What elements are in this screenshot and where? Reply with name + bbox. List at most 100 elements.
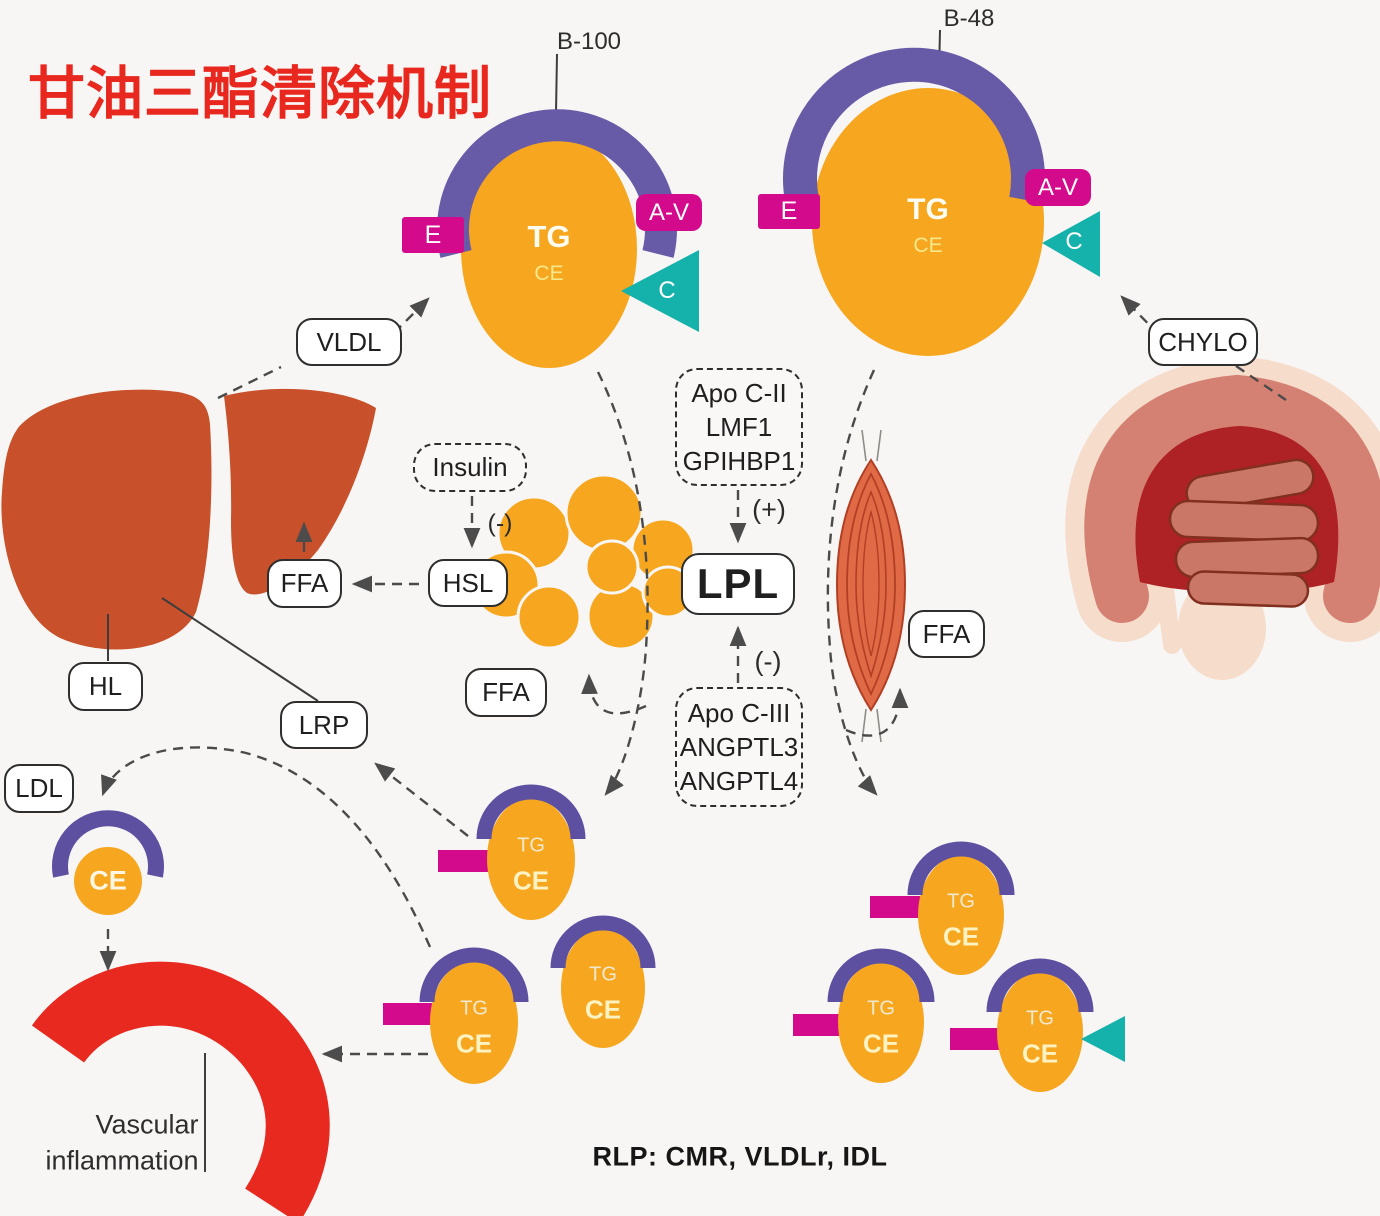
insulin-node: Insulin bbox=[413, 443, 527, 492]
activator-gpihbp1: GPIHBP1 bbox=[682, 446, 796, 476]
vldl-apo-e-badge: E bbox=[402, 217, 464, 253]
chylo-apo-av-badge: A-V bbox=[1025, 169, 1091, 206]
activator-lmf1: LMF1 bbox=[705, 412, 773, 442]
hl-node: HL bbox=[68, 662, 143, 711]
intestine-colon-wall bbox=[1084, 374, 1380, 623]
vldl-core-ellipse bbox=[461, 130, 637, 368]
remnant-3 bbox=[550, 915, 656, 1048]
remnant-2 bbox=[383, 947, 529, 1084]
ldl-particle bbox=[52, 810, 164, 915]
vldl-lipolysis-curve bbox=[596, 371, 649, 796]
muscle-tendon-line bbox=[861, 429, 882, 743]
lpl-inhibitors-box: Apo C-III ANGPTL3 ANGPTL4 bbox=[675, 687, 803, 807]
b48-label: B-48 bbox=[943, 5, 995, 32]
remnant-4 bbox=[870, 841, 1015, 975]
vascular-inflammation-line2: inflammation bbox=[45, 1145, 199, 1176]
chylo-core-ellipse bbox=[812, 88, 1044, 356]
insulin-inhibition-sign: (-) bbox=[487, 509, 513, 538]
remnant-6-ce: CE bbox=[1021, 1038, 1059, 1069]
remnant-6-apo-bar bbox=[950, 1028, 1002, 1050]
ffa-muscle-node: FFA bbox=[908, 610, 985, 658]
remnant-5-apo-bar bbox=[793, 1014, 841, 1036]
remnant-3-tg: TG bbox=[589, 963, 617, 986]
remnant-3-core bbox=[561, 928, 645, 1048]
chylo-apo-c-triangle bbox=[1042, 211, 1100, 277]
remnant-5-core bbox=[838, 961, 924, 1083]
vascular-inflammation-line1: Vascular bbox=[95, 1109, 199, 1140]
chylo-apo-c-label: C bbox=[1065, 228, 1083, 255]
remnant-to-ldl-curve bbox=[101, 746, 432, 948]
remnant-1-arc bbox=[476, 784, 586, 840]
liver-right-lobe bbox=[224, 388, 376, 595]
remnant-6-apo-c-triangle bbox=[1081, 1016, 1125, 1062]
ffa-adipose-node: FFA bbox=[465, 668, 547, 717]
ldl-node: LDL bbox=[4, 764, 74, 813]
remnant-1 bbox=[438, 784, 586, 920]
remnant-1-tg: TG bbox=[517, 834, 545, 857]
remnant-1-apo-bar bbox=[438, 850, 490, 872]
page-title: 甘油三酯清除机制 bbox=[28, 62, 492, 126]
remnant-4-ce: CE bbox=[942, 921, 980, 952]
chylo-ce-label: CE bbox=[913, 234, 943, 257]
remnant-1-ce: CE bbox=[512, 865, 550, 896]
hsl-node: HSL bbox=[428, 559, 508, 607]
muscle-fiber-line-1 bbox=[846, 472, 896, 697]
remnant-5 bbox=[793, 948, 935, 1083]
remnant-5-tg: TG bbox=[867, 997, 895, 1020]
solid-connectors bbox=[107, 29, 941, 1172]
small-intestine-coils bbox=[1168, 458, 1320, 608]
chylo-node: CHYLO bbox=[1148, 318, 1258, 366]
remnant-particles bbox=[383, 784, 1125, 1092]
vldl-node: VLDL bbox=[296, 318, 402, 366]
remnant-2-ce: CE bbox=[455, 1028, 493, 1059]
vldl-tg-label: TG bbox=[527, 219, 571, 254]
chylo-apo-e-badge: E bbox=[758, 194, 820, 229]
remnant-2-arc bbox=[419, 947, 529, 1003]
inhibition-sign: (-) bbox=[754, 646, 782, 677]
remnant-2-core bbox=[430, 960, 518, 1084]
vldl-ce-label: CE bbox=[534, 262, 564, 285]
remnant-2-apo-bar bbox=[383, 1003, 433, 1025]
remnant-5-arc bbox=[827, 948, 935, 1003]
remnant-4-core bbox=[918, 855, 1004, 975]
vldl-apo-c-triangle bbox=[621, 250, 699, 332]
activation-sign: (+) bbox=[752, 494, 786, 525]
rlp-footnote: RLP: CMR, VLDLr, IDL bbox=[592, 1141, 888, 1172]
muscle-illustration bbox=[835, 429, 907, 743]
lrp-node: LRP bbox=[280, 701, 368, 749]
inhibitor-apo-c3: Apo C-III bbox=[687, 698, 791, 728]
remnant-4-arc bbox=[907, 841, 1015, 896]
inhibitor-angptl3: ANGPTL3 bbox=[679, 732, 799, 762]
ffa-to-adipose-hook bbox=[581, 673, 647, 715]
liver-lrp-line bbox=[161, 597, 319, 702]
chylo-phospholipid-arc bbox=[783, 47, 1045, 204]
activator-apo-c2: Apo C-II bbox=[691, 378, 787, 408]
remnant-3-arc bbox=[550, 915, 656, 969]
remnant-4-tg: TG bbox=[947, 890, 975, 913]
b100-stem-line bbox=[555, 53, 558, 113]
chylo-lipolysis-curve bbox=[826, 369, 878, 796]
vascular-wall-arc bbox=[31, 961, 330, 1216]
dashed-arrows bbox=[99, 295, 1287, 1063]
ldl-ce-label: CE bbox=[89, 865, 127, 896]
liver-to-vldl-line bbox=[217, 365, 282, 400]
remnant-4-apo-bar bbox=[870, 896, 922, 918]
remnant-2-tg: TG bbox=[460, 997, 488, 1020]
vldl-to-particle-arrow bbox=[381, 297, 430, 346]
adipocyte-cluster bbox=[471, 473, 696, 651]
remnant-6-tg: TG bbox=[1026, 1007, 1054, 1030]
muscle-fiber-line-2 bbox=[855, 489, 887, 679]
liver-left-lobe bbox=[1, 389, 212, 650]
ffa-liver-node: FFA bbox=[267, 559, 342, 608]
chylo-to-particle-arrow bbox=[1120, 295, 1172, 348]
remnant-6-core bbox=[997, 972, 1083, 1092]
vldl-apo-av-badge: A-V bbox=[636, 194, 702, 231]
remnant-6 bbox=[950, 958, 1125, 1092]
intestine-illustration bbox=[1065, 355, 1380, 680]
b100-label: B-100 bbox=[556, 28, 622, 55]
vldl-apo-c-label: C bbox=[658, 277, 676, 304]
vldl-particle bbox=[437, 109, 699, 368]
remnant-1-core bbox=[487, 798, 575, 920]
chylo-tg-label: TG bbox=[907, 193, 949, 226]
